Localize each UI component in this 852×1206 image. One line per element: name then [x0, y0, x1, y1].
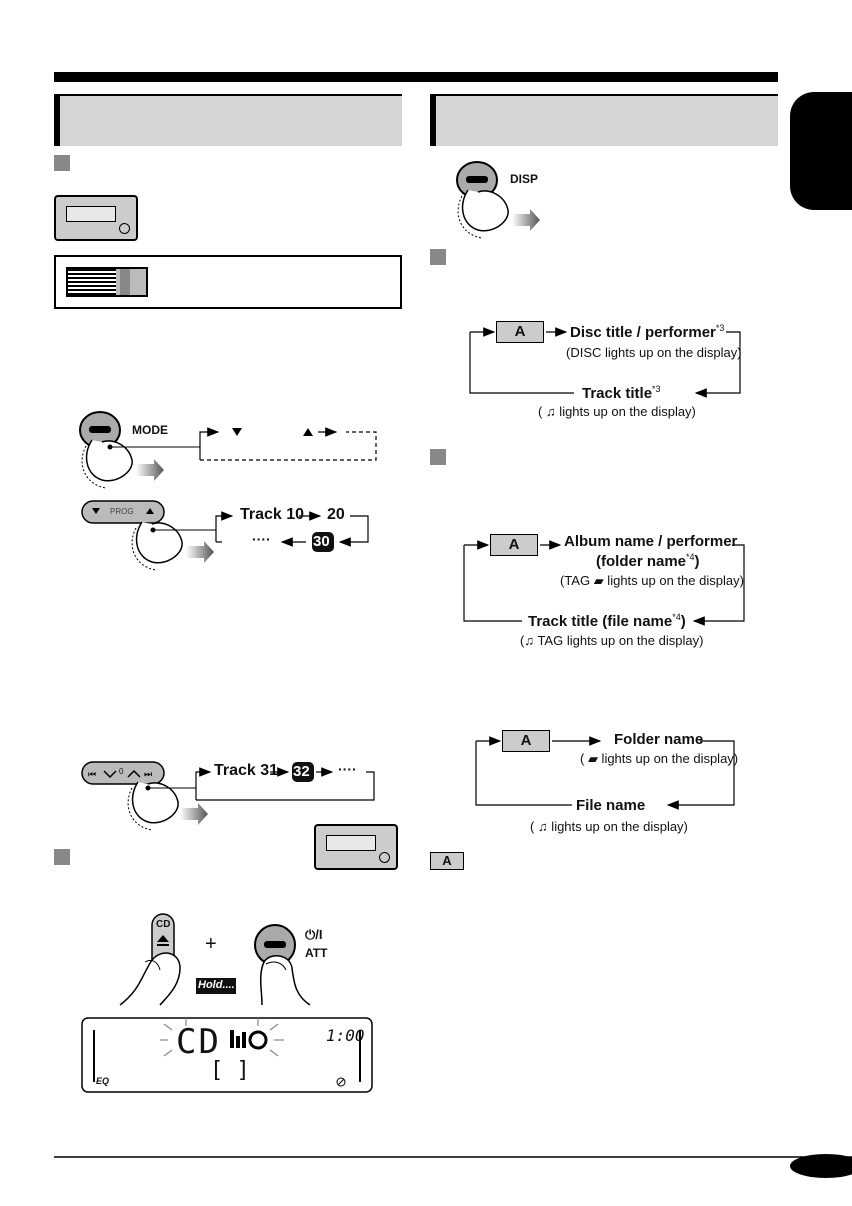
flow-tag-item2: Track title (file name*4) — [528, 612, 686, 630]
flow-tag-item1a: Album name / performer — [564, 533, 738, 550]
flow-folder-item2-sub: ( ♫ lights up on the display) — [530, 819, 688, 834]
flow-tag-box: A — [490, 534, 538, 556]
plus-sign: + — [205, 933, 217, 955]
track-seq1-c: 30 — [313, 533, 330, 550]
mode-button-illustration — [79, 411, 200, 489]
att-label[interactable]: ATT — [305, 946, 328, 960]
flow-disc-item2-sub: ( ♫ lights up on the display) — [538, 404, 696, 419]
lcd-time: 1:00 — [326, 1026, 365, 1045]
flow-folder-item2: File name — [576, 797, 646, 814]
flow-disc-box: A — [496, 321, 544, 343]
info-box — [54, 255, 402, 309]
track-seq2-b: 32 — [293, 763, 310, 780]
hold-label: Hold.... — [198, 979, 235, 991]
seek-center-label: 0 — [119, 767, 124, 776]
right-section-header — [430, 94, 778, 146]
track-seq1-a: Track 10 — [240, 506, 305, 523]
mode-label[interactable]: MODE — [132, 423, 168, 437]
flow-tag-item1b: (folder name*4) — [596, 552, 700, 570]
track-seq1-b: 20 — [327, 506, 345, 523]
flow-tag-item2-sub: (♫ TAG lights up on the display) — [520, 633, 704, 648]
prog-rocker-illustration — [81, 500, 216, 571]
flow-disc-lines — [469, 327, 741, 398]
flow-tag-lines — [463, 540, 745, 626]
svg-text:⏭: ⏭ — [144, 769, 152, 779]
flow-disc-item1-sub: (DISC lights up on the display) — [566, 345, 742, 360]
svg-text:⏮: ⏮ — [88, 769, 96, 779]
flow-folder-item1-sub: ( ▰ lights up on the display) — [580, 751, 739, 766]
flow-folder-lines — [475, 736, 735, 810]
flow-folder-item1: Folder name — [614, 731, 704, 748]
flow-disc-item2: Track title*3 — [582, 384, 661, 402]
flow-folder-box: A — [502, 730, 550, 752]
step-marker — [430, 449, 446, 465]
power-label[interactable]: ⏻/I — [305, 927, 323, 942]
power-button-illustration — [254, 924, 311, 1006]
track-seq2-a: Track 31 — [214, 762, 279, 779]
step-marker — [54, 849, 70, 865]
track-seq2-dots: ···· — [338, 761, 357, 777]
legend-box: A — [430, 852, 464, 870]
lcd-sub: [ ] — [210, 1058, 250, 1083]
language-tab — [790, 92, 852, 210]
seek-rocker-illustration: ⏮ ⏭ — [81, 761, 208, 831]
unit-icon — [314, 824, 398, 870]
disp-button-illustration — [456, 161, 540, 239]
top-rule — [54, 72, 778, 82]
cd-eject-illustration — [119, 913, 181, 1006]
unit-icon — [54, 195, 138, 241]
disp-label: DISP — [510, 172, 539, 186]
lcd-display — [81, 1017, 373, 1093]
flow-disc-item1: Disc title / performer*3 — [570, 323, 725, 341]
prog-label[interactable]: PROG — [110, 507, 134, 516]
disc-slot-icon — [66, 267, 148, 297]
step-marker — [54, 155, 70, 171]
cd-label[interactable]: CD — [156, 919, 171, 930]
lcd-main: CD — [176, 1022, 221, 1062]
left-section-header — [54, 94, 402, 146]
track-seq1-dots: ···· — [252, 531, 271, 547]
lcd-eq: EQ — [96, 1076, 110, 1086]
step-marker — [430, 249, 446, 265]
flow-tag-item1-sub: (TAG ▰ lights up on the display) — [560, 573, 744, 588]
